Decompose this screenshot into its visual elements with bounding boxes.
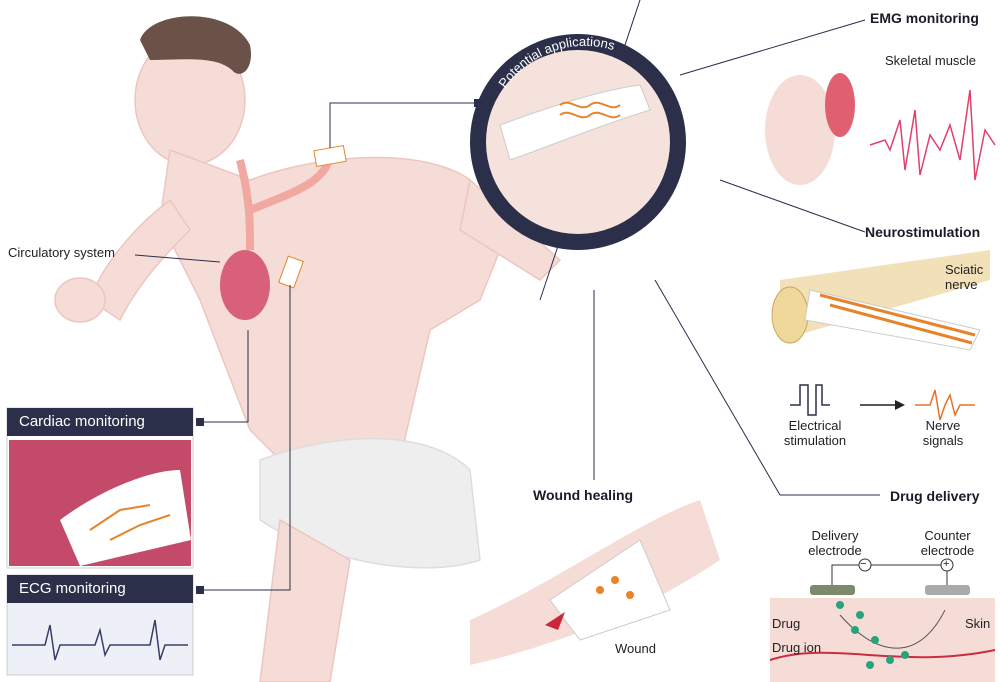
- emg-title: EMG monitoring: [870, 10, 979, 26]
- ecg-title: ECG monitoring: [7, 575, 193, 603]
- stimulation-label: Electrical stimulation: [783, 418, 847, 448]
- torso: [159, 148, 501, 481]
- minus-sign: −: [860, 558, 867, 570]
- nerve-signal-waveform: [915, 389, 975, 421]
- nerve-signals-label: Nerve signals: [922, 418, 964, 448]
- chest-patch: [278, 255, 304, 289]
- emg-signal: [869, 89, 996, 181]
- cardiac-patch: [60, 470, 191, 566]
- heart: [220, 250, 270, 320]
- applications-magnifier: [470, 34, 686, 250]
- neuro-illustration: [771, 250, 990, 421]
- connector-dot: [196, 586, 204, 594]
- arm-left: [89, 198, 191, 322]
- fist-left: [54, 277, 106, 323]
- drug-label: Drug: [772, 616, 801, 631]
- neuro-title: Neurostimulation: [865, 224, 981, 240]
- counter-electrode-label: Counter electrode: [920, 528, 975, 558]
- sciatic-nerve-label: Sciatic nerve: [945, 262, 984, 292]
- wound-illustration: [470, 500, 720, 665]
- wound-mark: [545, 612, 565, 630]
- delivery-electrode-label: Delivery electrode: [808, 528, 862, 558]
- drug-title: Drug delivery: [890, 488, 980, 504]
- plus-sign: +: [943, 558, 950, 570]
- counter-electrode: [925, 585, 970, 595]
- emg-illustration: [765, 73, 996, 185]
- delivery-electrode: [810, 585, 855, 595]
- skeletal-muscle-label: Skeletal muscle: [885, 53, 977, 68]
- cardiac-title: Cardiac monitoring: [7, 408, 193, 436]
- leg: [259, 518, 351, 682]
- hair: [140, 16, 251, 74]
- skin-label: Skin: [965, 616, 991, 631]
- wound-label: Wound: [615, 641, 656, 656]
- connector-dot: [196, 418, 204, 426]
- circulatory-label: Circulatory system: [8, 245, 115, 260]
- wound-title: Wound healing: [533, 487, 634, 503]
- drug-ion-label: Drug ion: [772, 640, 822, 655]
- stimulation-waveform: [790, 384, 830, 416]
- shoulder-patch: [313, 144, 347, 168]
- runner-figure: [54, 16, 562, 682]
- ecg-trace: [12, 619, 188, 661]
- drug-illustration: [769, 558, 996, 682]
